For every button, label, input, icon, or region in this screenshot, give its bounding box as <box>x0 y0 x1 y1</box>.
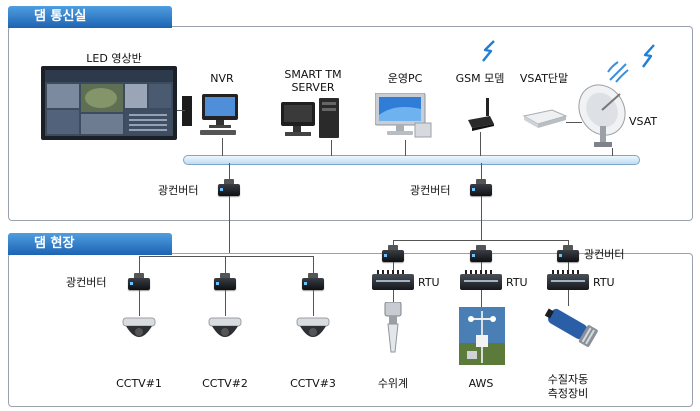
server-pc-icon <box>281 98 343 140</box>
vsat-terminal-icon <box>522 108 568 132</box>
dome-camera-icon <box>122 314 156 344</box>
dome-camera-icon <box>208 314 242 344</box>
water-level-label: 수위계 <box>377 377 409 390</box>
media-converter-icon <box>470 245 492 262</box>
converter-label: 광컨버터 <box>584 248 625 261</box>
link-line <box>393 262 394 272</box>
weather-station-icon <box>459 307 505 365</box>
rtu-icon <box>547 270 589 290</box>
dam-site-title: 댐 현장 <box>8 233 172 255</box>
link-line <box>331 140 332 156</box>
link-line <box>222 138 223 156</box>
rtu-label: RTU <box>418 276 440 289</box>
water-quality-probe-icon <box>541 304 601 348</box>
link-line <box>612 148 613 156</box>
media-converter-icon <box>214 273 236 290</box>
link-line <box>393 290 394 304</box>
media-converter-icon <box>218 179 240 196</box>
cctv1-label: CCTV#1 <box>116 377 162 390</box>
link-line <box>229 163 230 185</box>
link-line <box>480 132 481 156</box>
network-backbone <box>183 155 640 165</box>
led-label: LED 영상반 <box>86 52 142 65</box>
water-level-sensor-icon <box>378 301 408 354</box>
media-converter-icon <box>382 245 404 262</box>
link-line <box>225 256 226 278</box>
media-converter-icon <box>557 245 579 262</box>
wireless-signal-icon <box>480 40 498 62</box>
link-line <box>177 110 185 111</box>
link-line <box>481 290 482 308</box>
wireless-signal-icon <box>606 60 632 84</box>
vsat-terminal-label: VSAT단말 <box>519 72 569 85</box>
gsm-label: GSM 모뎀 <box>455 72 505 85</box>
link-line <box>566 122 582 123</box>
vsat-label: VSAT <box>629 115 658 128</box>
cctv2-label: CCTV#2 <box>202 377 248 390</box>
monitor-icon <box>374 92 433 139</box>
aws-label: AWS <box>468 377 494 390</box>
wireless-signal-icon <box>640 44 658 68</box>
rtu-icon <box>372 270 414 290</box>
converter-label: 광컨버터 <box>410 184 451 197</box>
link-line <box>481 163 482 185</box>
rtu-label: RTU <box>506 276 528 289</box>
water-quality-label-2: 측정장비 <box>547 387 589 400</box>
rtu-icon <box>460 270 502 290</box>
rtu-label: RTU <box>593 276 615 289</box>
nvr-pc-icon <box>182 92 242 138</box>
gsm-modem-icon <box>466 98 496 132</box>
converter-label: 광컨버터 <box>158 184 199 197</box>
media-converter-icon <box>302 273 324 290</box>
converter-label: 광컨버터 <box>66 276 107 289</box>
link-line <box>313 256 314 278</box>
cctv3-label: CCTV#3 <box>290 377 336 390</box>
link-line <box>139 256 314 257</box>
led-wall-icon <box>41 66 177 140</box>
link-line <box>568 290 569 306</box>
control-room-title: 댐 통신실 <box>8 6 172 28</box>
dome-camera-icon <box>296 314 330 344</box>
link-line <box>393 240 568 241</box>
link-line <box>405 140 406 156</box>
smart-tm-label: SMART TM SERVER <box>284 68 342 94</box>
nvr-label: NVR <box>210 72 234 85</box>
media-converter-icon <box>470 179 492 196</box>
link-line <box>225 290 226 316</box>
water-quality-label-1: 수질자동 <box>547 373 589 386</box>
link-line <box>139 290 140 316</box>
ops-pc-label: 운영PC <box>387 72 423 85</box>
satellite-dish-icon <box>576 78 634 150</box>
link-line <box>229 196 230 256</box>
link-line <box>481 196 482 240</box>
link-line <box>568 262 569 272</box>
link-line <box>313 290 314 316</box>
link-line <box>481 262 482 272</box>
link-line <box>139 256 140 278</box>
media-converter-icon <box>128 273 150 290</box>
